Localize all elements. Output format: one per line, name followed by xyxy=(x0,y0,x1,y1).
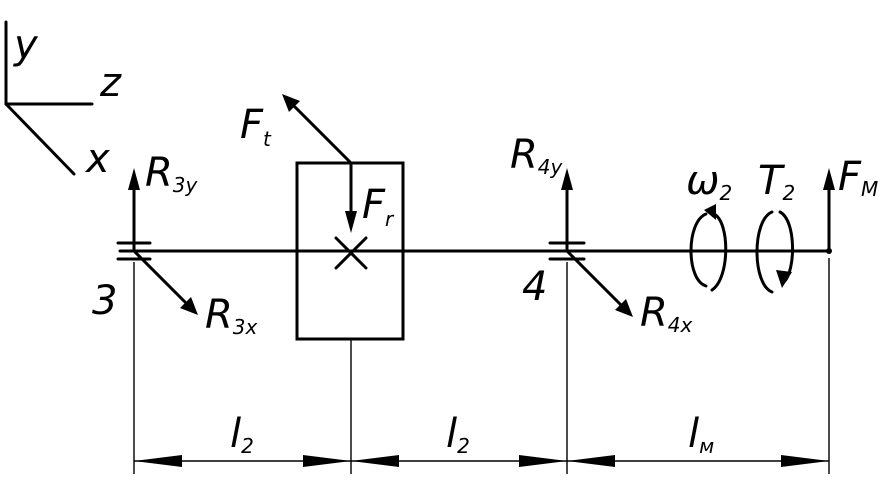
r3y-arrow xyxy=(128,168,140,253)
r4x-label: R4x xyxy=(640,290,693,337)
extension-lines xyxy=(133,258,830,474)
r3x-arrow xyxy=(132,249,198,315)
support-4-label: 4 xyxy=(522,264,547,310)
support-3-label: 3 xyxy=(92,278,117,324)
x-axis-line xyxy=(4,102,76,176)
gear-cross-mark xyxy=(334,236,368,270)
r4x-arrow xyxy=(565,249,633,317)
ft-arrow xyxy=(282,94,353,165)
torque-rotation-arrow xyxy=(755,210,794,294)
r3y-label: R3y xyxy=(145,150,199,197)
x-axis-label: x xyxy=(84,136,110,182)
omega-label: ω2 xyxy=(686,158,732,205)
dimension-line xyxy=(134,455,829,467)
r4y-label: R4y xyxy=(510,132,564,179)
fm-arrow xyxy=(823,168,835,254)
fr-arrow xyxy=(345,161,357,233)
dimension-label-3: lм xyxy=(688,411,714,458)
fr-label: Fr xyxy=(362,182,395,231)
torque-label: T2 xyxy=(758,158,795,205)
y-axis-label: y xyxy=(13,22,39,68)
dimension-label-1: l2 xyxy=(230,411,254,458)
dimension-label-2: l2 xyxy=(446,411,470,458)
coordinate-axes: y z x xyxy=(4,20,122,182)
r3x-label: R3x xyxy=(205,292,258,339)
z-axis-label: z xyxy=(99,60,122,106)
ft-label: Ft xyxy=(240,102,272,151)
omega-rotation-arrow xyxy=(689,204,728,292)
fm-label: FM xyxy=(838,154,878,201)
r4y-arrow xyxy=(561,168,573,253)
